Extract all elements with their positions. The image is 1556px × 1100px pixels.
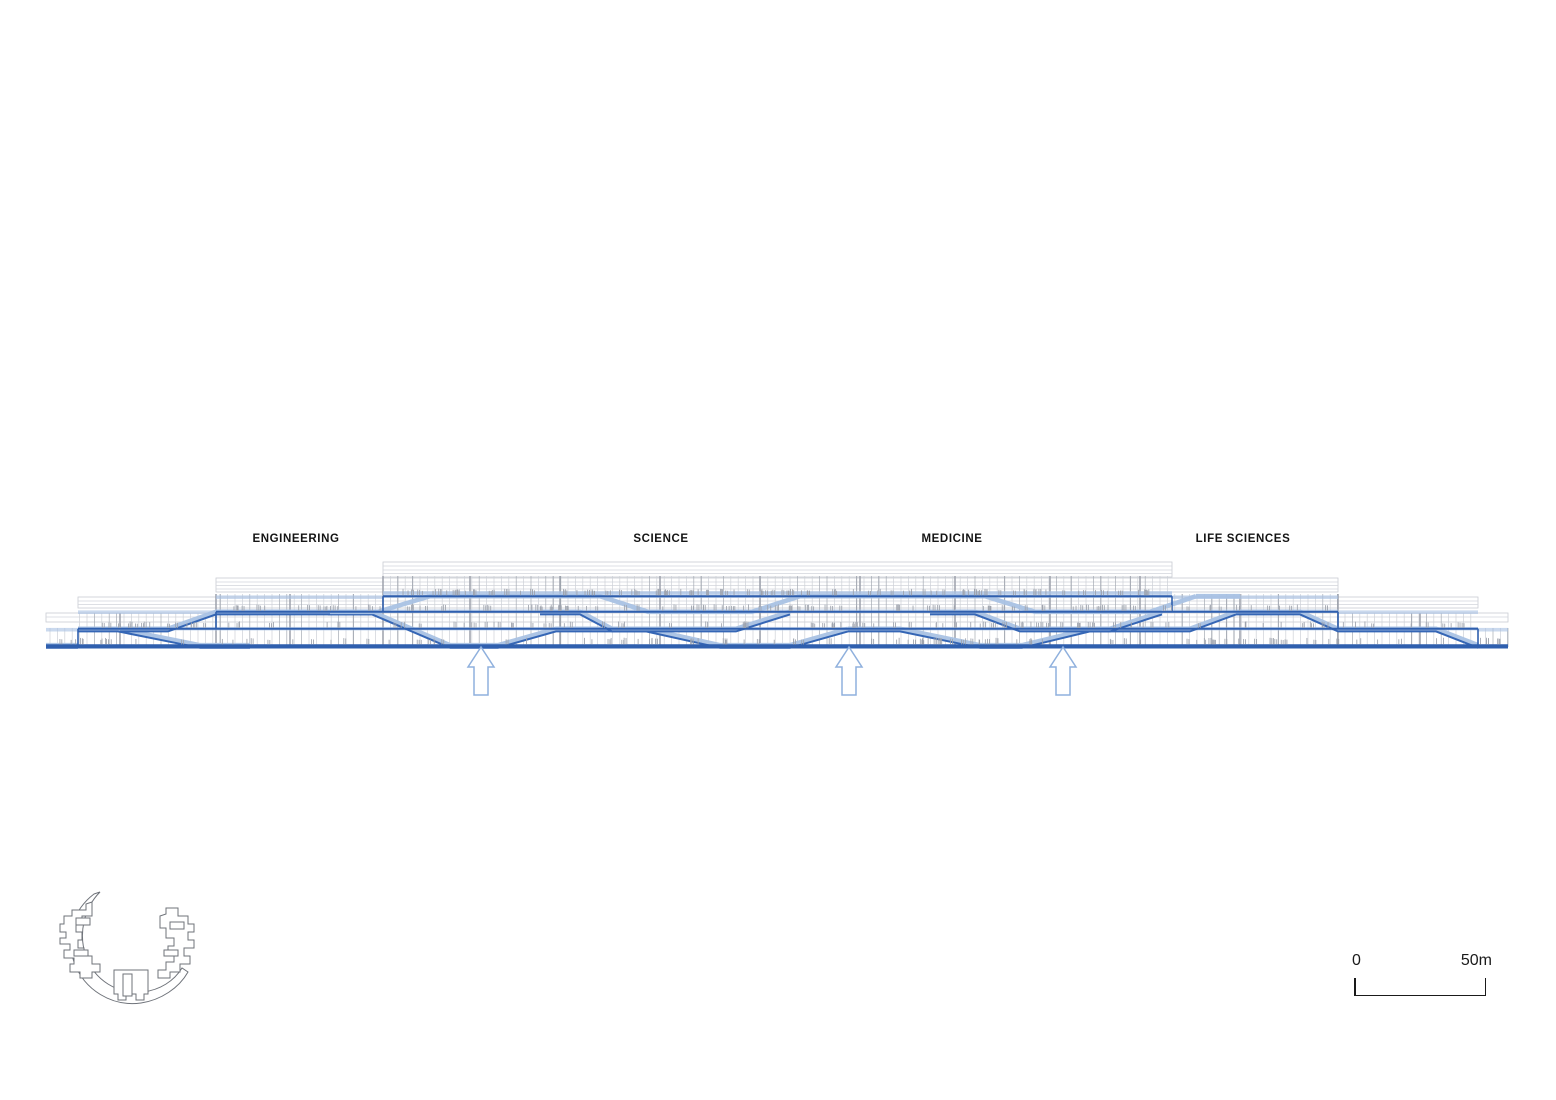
scale-tick-start [1354, 978, 1356, 996]
scale-figures [59, 588, 1501, 645]
roof-tier-top [382, 561, 1173, 578]
entrance-arrow-1 [466, 645, 496, 696]
scale-start-label: 0 [1352, 952, 1361, 969]
scale-end-label: 50m [1460, 952, 1492, 969]
floor-level-lines [46, 595, 1508, 647]
entrance-arrow-group [466, 645, 1078, 696]
zone-label-engineering: ENGINEERING [252, 533, 340, 545]
roof-tier-3 [215, 577, 1339, 593]
site-key-plan-icon [59, 891, 195, 1005]
scale-baseline [1354, 994, 1486, 996]
scale-bar: 0 50m [1352, 952, 1492, 996]
zone-label-life-sciences: LIFE SCIENCES [1195, 533, 1291, 545]
zone-label-medicine: MEDICINE [921, 533, 983, 545]
entrance-arrow-2 [834, 645, 864, 696]
zone-label-science: SCIENCE [633, 533, 689, 545]
entrance-arrow-3 [1048, 645, 1078, 696]
scale-tick-end [1484, 978, 1486, 996]
